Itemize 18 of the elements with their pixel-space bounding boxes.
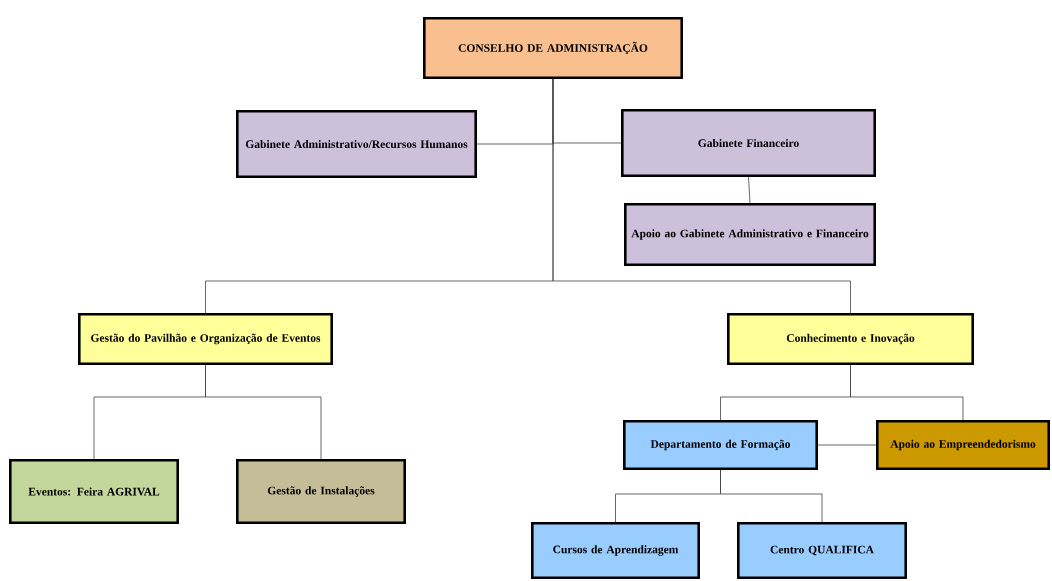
org-box: Gestão do Pavilhão e Organização de Eventos: [78, 313, 333, 365]
org-box: Centro QUALIFICA: [737, 522, 907, 579]
connector-line: [205, 364, 322, 460]
org-box: Gabinete Administrativo/Recursos Humanos: [236, 110, 477, 178]
org-box: Gestão de Instalações: [236, 459, 406, 524]
connector-line: [850, 364, 964, 421]
connector-line: [748, 176, 751, 204]
connector-line: [720, 469, 823, 523]
connector-line: [817, 444, 877, 446]
org-box: Conhecimento e Inovação: [727, 313, 974, 365]
org-box: Apoio ao Empreendedorismo: [876, 420, 1050, 470]
org-box: Apoio ao Gabinete Administrativo e Financeiro: [624, 203, 876, 266]
connector-line: [552, 78, 851, 314]
org-box: Gabinete Financeiro: [621, 109, 876, 177]
org-box: Eventos: Feira AGRIVAL: [9, 459, 179, 524]
org-box: Cursos de Aprendizagem: [531, 522, 700, 579]
org-box: Departamento de Formação: [623, 420, 818, 470]
org-box: CONSELHO DE ADMINISTRAÇÃO: [423, 17, 683, 79]
